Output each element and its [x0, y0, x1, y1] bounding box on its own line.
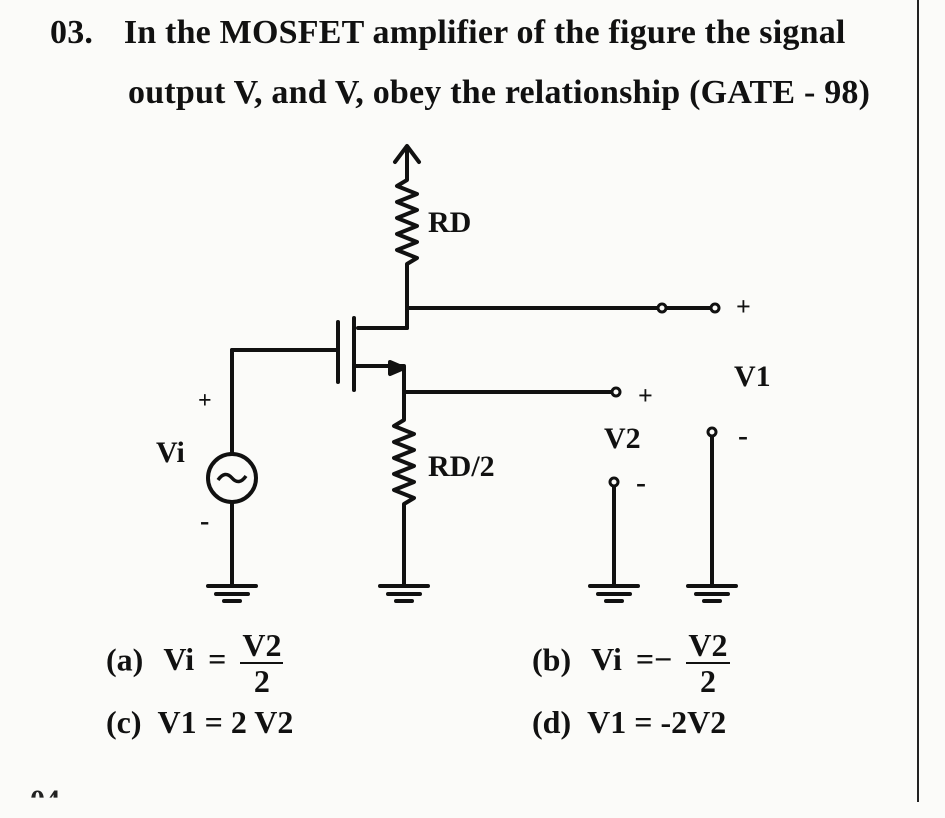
- question-line-2: output V, and V, obey the relationship (…: [128, 74, 871, 111]
- ground-icon: [588, 584, 640, 603]
- v2-minus: -: [636, 466, 646, 499]
- question-line-1: 03. In the MOSFET amplifier of the figur…: [50, 14, 846, 52]
- option-c-text: V1 = 2 V2: [157, 704, 294, 740]
- v1-label: V1: [734, 360, 771, 393]
- terminal-icon: [608, 476, 620, 488]
- option-b-fraction: V2 2: [686, 627, 730, 699]
- rd2-label: RD/2: [428, 450, 495, 483]
- rd-resistor: [395, 168, 419, 330]
- source-arrow-icon: [388, 360, 406, 376]
- option-a-lhs: Vi: [163, 641, 195, 678]
- terminal-icon: [706, 426, 718, 438]
- option-a-eq: =: [208, 641, 227, 678]
- terminal-icon: [656, 302, 668, 314]
- ground-icon: [378, 584, 430, 603]
- ac-source-icon: [206, 452, 258, 504]
- option-a-label: (a): [106, 641, 144, 678]
- vi-plus: +: [198, 388, 212, 414]
- v1-plus: +: [736, 292, 751, 321]
- option-b-lhs: Vi: [591, 641, 622, 678]
- option-c-label: (c): [106, 704, 142, 740]
- ground-icon: [686, 584, 738, 603]
- option-a-denominator: 2: [253, 663, 270, 699]
- option-b-label: (b): [532, 641, 572, 678]
- v1-minus: -: [738, 419, 748, 452]
- terminal-icon: [709, 302, 721, 314]
- page-border: [917, 0, 919, 802]
- option-b-eq: =−: [635, 641, 673, 678]
- option-b[interactable]: (b) Vi =− V2 2: [532, 628, 730, 698]
- vi-label: Vi: [156, 436, 185, 469]
- v2-plus: +: [638, 381, 653, 410]
- option-d[interactable]: (d) V1 = -2V2: [532, 704, 726, 741]
- option-a-numerator: V2: [240, 627, 284, 664]
- option-a[interactable]: (a) Vi = V2 2: [106, 627, 284, 699]
- question-text-1: In the MOSFET amplifier of the figure th…: [123, 14, 846, 51]
- v2-label: V2: [604, 422, 641, 455]
- supply-arrow-icon: [393, 144, 421, 164]
- vi-minus: -: [200, 506, 209, 537]
- next-question-fragment: 04: [30, 784, 60, 817]
- ground-icon: [206, 584, 258, 603]
- option-b-denominator: 2: [699, 663, 716, 699]
- option-d-label: (d): [532, 704, 572, 740]
- sine-wave-icon: [216, 472, 248, 484]
- option-d-text: V1 = -2V2: [587, 704, 727, 740]
- rd-label: RD: [428, 206, 471, 239]
- option-b-numerator: V2: [686, 627, 730, 664]
- option-a-fraction: V2 2: [240, 627, 284, 699]
- option-c[interactable]: (c) V1 = 2 V2: [106, 704, 293, 741]
- question-number: 03.: [50, 14, 94, 51]
- terminal-icon: [610, 386, 622, 398]
- rd2-resistor: [392, 394, 416, 586]
